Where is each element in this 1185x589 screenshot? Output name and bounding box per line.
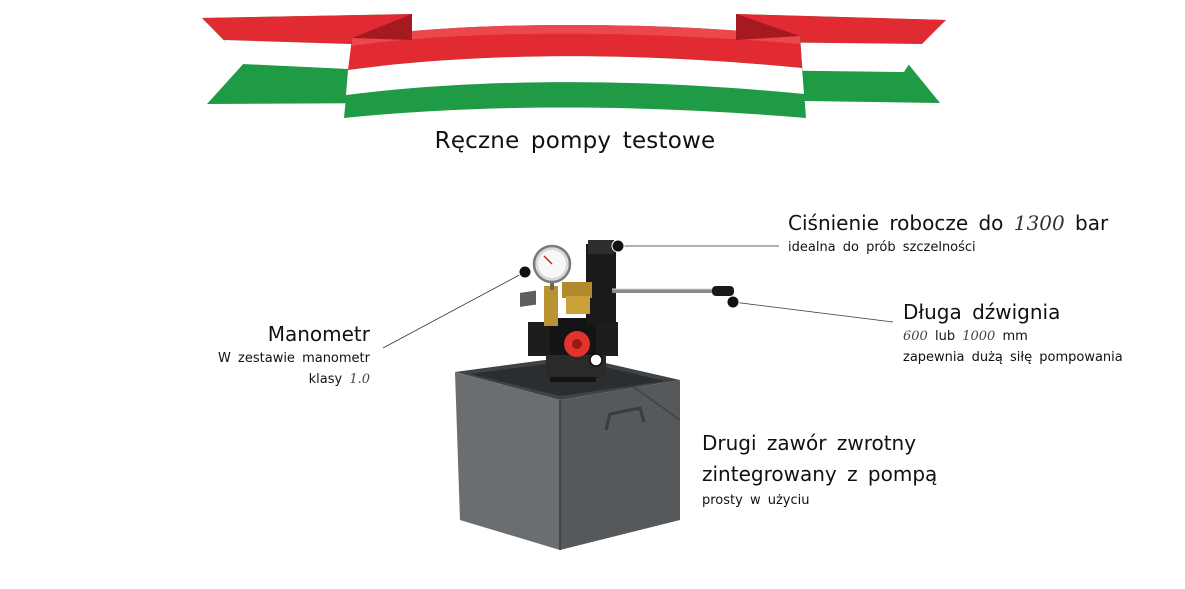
callout-gauge-line1: W zestawie manometr (218, 351, 370, 366)
callout-pressure-title: Ciśnienie robocze do 1300 bar (788, 211, 1109, 235)
ribbon-fold-left (352, 14, 412, 40)
callout-gauge-line2: klasy 1.0 (308, 372, 370, 387)
marker-gauge-icon (518, 265, 532, 279)
callout-valve-title-line1: Drugi zawór zwrotny (702, 431, 917, 455)
callout-pressure-subtitle: idealna do prób szczelności (788, 240, 976, 255)
valve-icon (564, 331, 590, 357)
leader-gauge (382, 271, 526, 349)
marker-lever-icon (726, 295, 740, 309)
tank (455, 290, 680, 550)
callout-valve-subtitle: prosty w użyciu (702, 493, 810, 508)
callout-lever: Długa dźwignia 600 lub 1000 mm zapewnia … (903, 298, 1173, 368)
ribbon-fold-right (736, 14, 800, 40)
leader-valve (595, 359, 681, 421)
ribbon-main-band (344, 24, 806, 118)
callout-gauge-title: Manometr (267, 322, 370, 346)
gauge-icon (532, 244, 572, 284)
callout-gauge: Manometr W zestawie manometr klasy 1.0 (170, 320, 370, 390)
pump-body (528, 240, 734, 382)
marker-pressure-icon (611, 239, 625, 253)
callout-pressure: Ciśnienie robocze do 1300 bar idealna do… (788, 209, 1128, 258)
callout-lever-subtitle: zapewnia dużą siłę pompowania (903, 350, 1123, 365)
callout-lever-title: Długa dźwignia (903, 300, 1061, 324)
tank-handle (604, 406, 646, 431)
callout-lever-length: 600 lub 1000 mm (903, 329, 1028, 344)
leader-lever (732, 301, 894, 323)
marker-valve-icon (589, 353, 603, 367)
callout-valve: Drugi zawór zwrotny zintegrowany z pompą… (702, 428, 1002, 511)
flag-ribbon-icon (202, 14, 946, 118)
page-title: Ręczne pompy testowe (434, 128, 716, 154)
callout-valve-title-line2: zintegrowany z pompą (702, 462, 938, 486)
